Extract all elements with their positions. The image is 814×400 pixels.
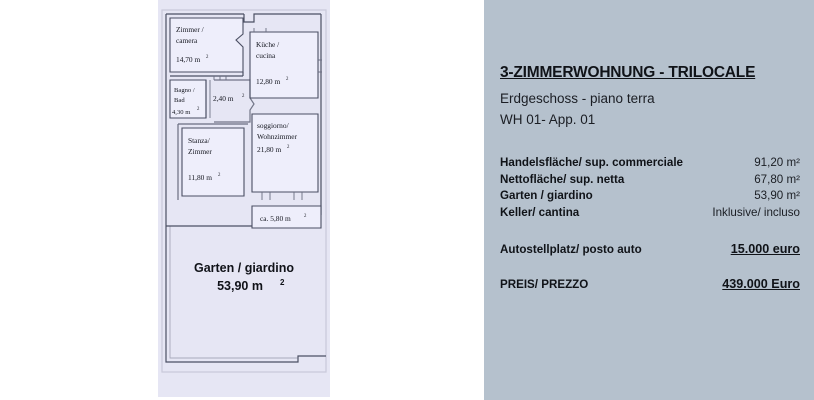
parking-label: Autostellplatz/ posto auto <box>500 243 642 256</box>
room-zimmer-camera <box>169 17 244 73</box>
spec-value-nettoflaeche: 67,80 m² <box>754 172 800 186</box>
room-stanza-zimmer <box>181 127 245 197</box>
spec-row-garten: Garten / giardino 53,90 m² <box>500 188 800 205</box>
spec-value-garten: 53,90 m² <box>754 189 800 202</box>
terrace-area-sup: 2 <box>304 214 307 219</box>
price-label: PREIS/ PREZZO <box>500 278 589 291</box>
garden-area-sup: 2 <box>280 278 285 287</box>
room-soggiorno-area: 21,80 m <box>257 145 281 154</box>
building-outline <box>161 9 327 373</box>
room-kueche-cucina-line1: Küche / <box>256 40 280 49</box>
room-soggiorno-line1: soggiorno/ <box>257 121 290 130</box>
room-soggiorno-area-sup: 2 <box>287 145 290 150</box>
spec-value-keller: Inklusive/ incluso <box>712 205 800 219</box>
room-bagno-bad-area-sup: 2 <box>197 107 200 112</box>
terrace-box <box>251 205 322 229</box>
spec-label-keller: Keller/ cantina <box>500 205 580 219</box>
floor-subtitle: Erdgeschoss - piano terra <box>500 91 655 106</box>
garden-label: Garten / giardino <box>194 261 294 275</box>
room-stanza-zimmer-line2: Zimmer <box>188 147 212 156</box>
spec-row-nettoflaeche: Nettofläche/ sup. netta 67,80 m² <box>500 172 800 189</box>
garden-outline <box>165 226 326 363</box>
room-soggiorno-line2: Wohnzimmer <box>257 132 298 141</box>
terrace-area: ca. 5,80 m <box>260 214 291 223</box>
room-zimmer-camera-area: 14,70 m <box>176 55 200 64</box>
corridor-area: 2,40 m <box>213 94 234 103</box>
price-row: PREIS/ PREZZO 439.000 Euro <box>500 277 800 291</box>
spec-label-garten: Garten / giardino <box>500 189 593 202</box>
floorplan-image: Zimmer / camera 14,70 m 2 Küche / cucina… <box>158 0 330 397</box>
room-kueche-cucina <box>249 31 319 99</box>
room-zimmer-camera-area-sup: 2 <box>206 55 209 60</box>
room-stanza-zimmer-area-sup: 2 <box>218 173 221 178</box>
info-panel: 3-ZIMMERWOHNUNG - TRILOCALE Erdgeschoss … <box>484 0 814 400</box>
spec-row-keller: Keller/ cantina Inklusive/ incluso <box>500 205 800 222</box>
parking-row: Autostellplatz/ posto auto 15.000 euro <box>500 242 800 256</box>
spec-row-handelsflaeche: Handelsfläche/ sup. commerciale 91,20 m² <box>500 155 800 172</box>
room-soggiorno-wohnzimmer <box>251 113 319 193</box>
spec-value-handelsflaeche: 91,20 m² <box>754 156 800 169</box>
listing-title: 3-ZIMMERWOHNUNG - TRILOCALE <box>500 64 756 81</box>
room-bagno-bad-area: 4,30 m <box>172 109 191 116</box>
price-value: 439.000 Euro <box>722 277 800 291</box>
room-kueche-cucina-area: 12,80 m <box>256 77 280 86</box>
unit-subtitle: WH 01- App. 01 <box>500 112 596 127</box>
room-kueche-cucina-line2: cucina <box>256 51 276 60</box>
room-bagno-bad-line1: Bagno / <box>174 87 195 94</box>
spec-label-nettoflaeche: Nettofläche/ sup. netta <box>500 172 625 186</box>
room-stanza-zimmer-area: 11,80 m <box>188 173 212 182</box>
garden-area: 53,90 m <box>217 279 263 293</box>
spec-label-handelsflaeche: Handelsfläche/ sup. commerciale <box>500 156 683 169</box>
spec-table: Handelsfläche/ sup. commerciale 91,20 m²… <box>500 155 800 221</box>
room-kueche-cucina-area-sup: 2 <box>286 77 289 82</box>
room-zimmer-camera-line1: Zimmer / <box>176 25 205 34</box>
room-zimmer-camera-line2: camera <box>176 36 198 45</box>
room-stanza-zimmer-line1: Stanza/ <box>188 136 211 145</box>
room-bagno-bad-line2: Bad <box>174 97 185 104</box>
parking-value: 15.000 euro <box>730 242 800 256</box>
corridor-area-sup: 2 <box>242 94 245 99</box>
